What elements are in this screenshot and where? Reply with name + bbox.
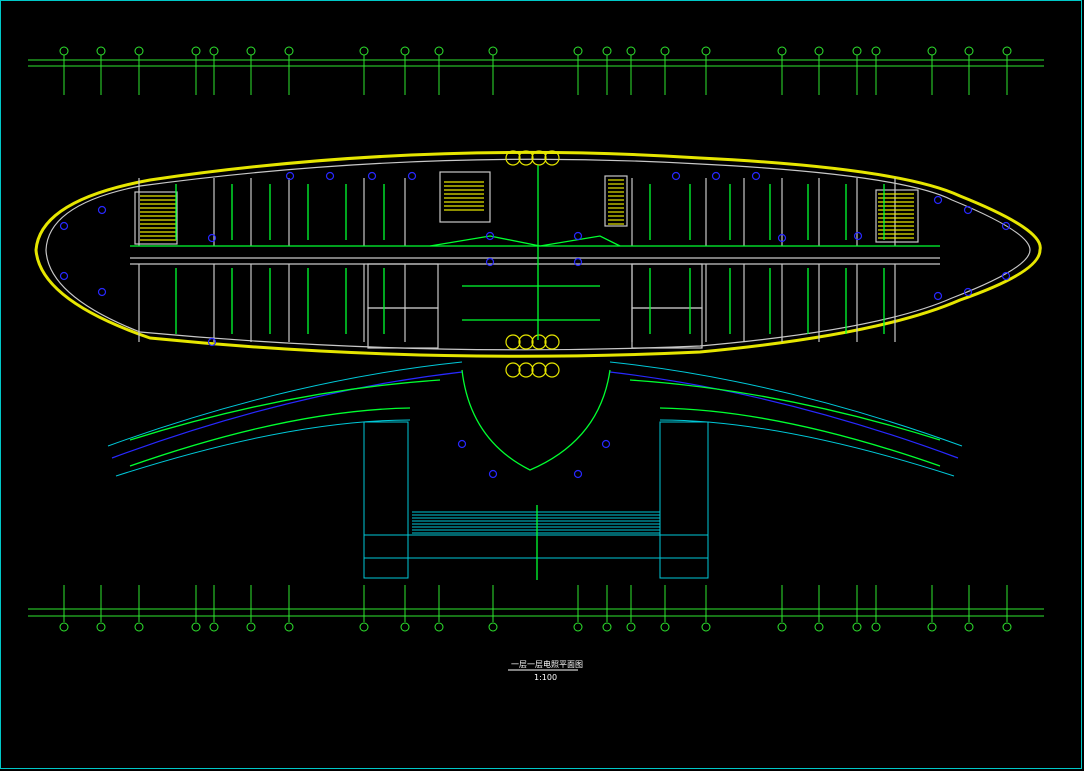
top-dimension-chain [28, 46, 1044, 95]
drawing-title: 一层一层电照平面图 [511, 659, 583, 669]
interior-walls [130, 171, 940, 349]
title-block: 一层一层电照平面图 1:100 [508, 659, 583, 682]
drawing-scale: 1:100 [534, 673, 557, 682]
stair-hatching [140, 179, 914, 241]
ceiling-lights [59, 171, 1011, 479]
electrical-wiring [129, 165, 941, 471]
front-canopy [107, 361, 963, 580]
bottom-dimension-chain [28, 585, 1044, 632]
building-outline [34, 150, 1042, 358]
entry-doors [505, 150, 560, 378]
